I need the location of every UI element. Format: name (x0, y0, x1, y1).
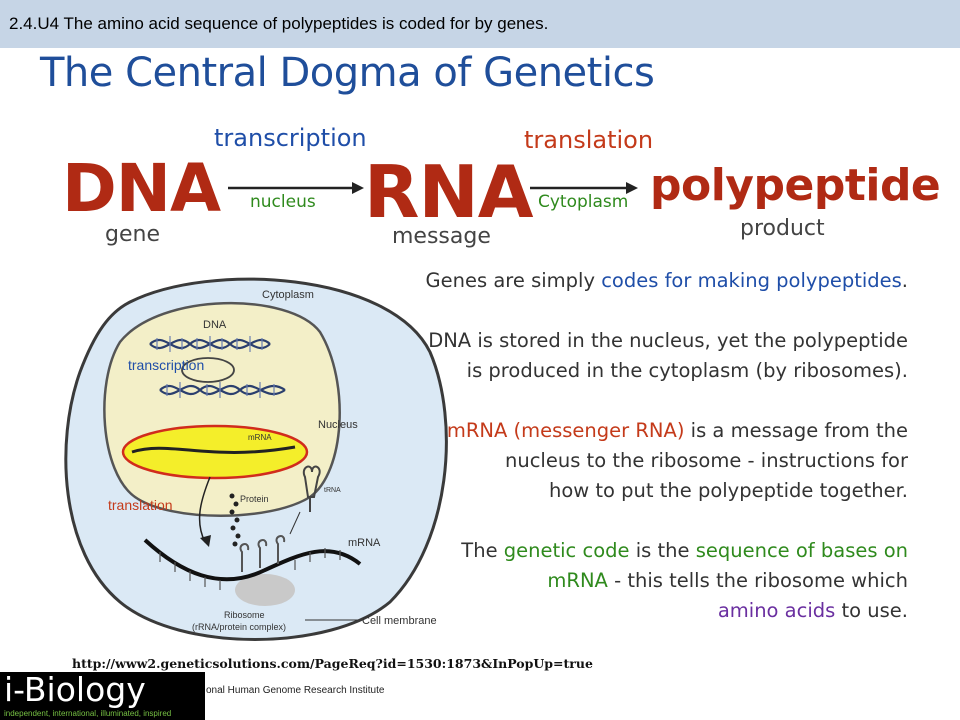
dna-rungs (156, 336, 275, 398)
trna-pointer (289, 511, 301, 535)
header-text: 2.4.U4 The amino acid sequence of polype… (9, 14, 549, 33)
nucleus-label: nucleus (250, 192, 316, 212)
cytoplasm-label: Cytoplasm (538, 192, 629, 212)
translation-label: translation (524, 126, 654, 154)
ribosome-diagram-label: Ribosome (224, 610, 265, 620)
mrna-bases (159, 548, 341, 590)
export-arrow (198, 476, 211, 543)
p3-text: is a message from the (684, 419, 908, 442)
ribosome-shape (235, 574, 295, 606)
p1-end: . (901, 269, 908, 292)
gene-label: gene (105, 222, 160, 247)
p4-amino-acids: amino acids (717, 599, 836, 622)
transcription-arrow (228, 182, 364, 194)
p4-genetic-code: genetic code (503, 539, 630, 562)
p3-highlight: mRNA (messenger RNA) (446, 419, 685, 442)
p4-f: - this tells the ribosome which (607, 569, 908, 592)
paragraph-mrna: mRNA (messenger RNA) is a message from t… (447, 416, 908, 506)
protein-diagram-label: Protein (240, 494, 269, 504)
dna-word: DNA (62, 150, 221, 227)
paragraph-dna-location: DNA is stored in the nucleus, yet the po… (428, 326, 908, 386)
p2-line1: DNA is stored in the nucleus, yet the po… (428, 329, 908, 352)
dna-diagram-label: DNA (203, 319, 227, 331)
docked-trnas (239, 535, 286, 572)
transcription-label: transcription (214, 124, 367, 152)
nucleus-diagram-label: Nucleus (318, 419, 358, 431)
p4-a: The (461, 539, 504, 562)
protein-chain (229, 493, 241, 547)
p4-h: to use. (835, 599, 909, 622)
ribosome-detail-label: (rRNA/protein complex) (192, 622, 286, 632)
mrna-strand-cytoplasm (143, 538, 362, 582)
mrna-nucleus-label: mRNA (248, 433, 272, 442)
p4-mrna: mRNA (547, 569, 608, 592)
p2-line2: is produced in the cytoplasm (by ribosom… (466, 359, 908, 382)
rna-word: RNA (364, 150, 533, 234)
paragraph-genes: Genes are simply codes for making polype… (426, 266, 908, 296)
page-title: The Central Dogma of Genetics (40, 50, 655, 96)
nucleus-shape (103, 302, 341, 517)
cell-diagram: Cytoplasm DNA transcription mRNA Nucleus… (64, 277, 448, 641)
cytoplasm-diagram-label: Cytoplasm (262, 289, 314, 301)
logo-title: i-Biology (4, 670, 146, 709)
translation-diagram-label: translation (108, 497, 173, 513)
mrna-diagram-label: mRNA (348, 537, 381, 549)
p4-c: is the (629, 539, 696, 562)
message-label: message (392, 224, 491, 249)
p3-line3: how to put the polypeptide together. (548, 479, 908, 502)
transcription-diagram-label: transcription (128, 357, 204, 373)
source-url: http://www2.geneticsolutions.com/PageReq… (72, 656, 593, 671)
trna-shape (302, 465, 321, 512)
header-bar: 2.4.U4 The amino acid sequence of polype… (0, 0, 960, 48)
p1-highlight: codes for making polypeptides (601, 269, 902, 292)
mrna-strand-nucleus (131, 445, 296, 454)
translation-arrow (530, 182, 638, 194)
trna-diagram-label: tRNA (324, 487, 341, 494)
paragraph-genetic-code: The genetic code is the sequence of base… (461, 536, 908, 626)
p4-sequence: sequence of bases on (695, 539, 908, 562)
ibiology-logo: i-Biology independent, international, il… (0, 672, 205, 720)
p3-line2: nucleus to the ribosome - instructions f… (504, 449, 908, 472)
p1-text: Genes are simply (425, 269, 602, 292)
product-label: product (740, 216, 825, 241)
polypeptide-word: polypeptide (650, 160, 941, 211)
logo-tagline: independent, international, illuminated,… (4, 709, 172, 718)
export-arrowhead (200, 535, 211, 547)
cell-membrane-label: Cell membrane (362, 615, 437, 627)
image-credit: onal Human Genome Research Institute (206, 685, 385, 696)
transcription-bubble (181, 357, 235, 383)
